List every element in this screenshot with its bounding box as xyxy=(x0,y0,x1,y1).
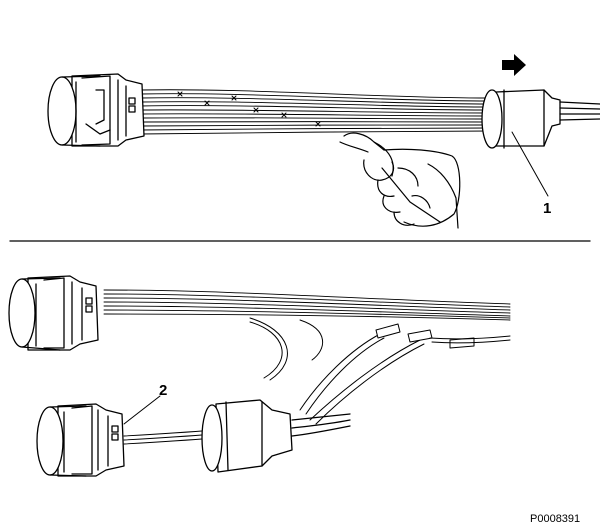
grommet-bottom xyxy=(201,399,351,473)
grommet-top xyxy=(481,89,600,149)
figure-id-label: P0008391 xyxy=(530,513,581,525)
wire-cut-marks xyxy=(177,91,321,127)
leader-line-2 xyxy=(123,395,161,425)
connector-bottom-lower xyxy=(36,403,125,477)
wire-bundle-lower xyxy=(123,429,215,445)
callout-label-1: 1 xyxy=(543,200,552,217)
leader-line-1 xyxy=(511,131,549,197)
arrow-right-icon xyxy=(502,54,526,76)
connector-top xyxy=(47,73,145,147)
wire-sleeves xyxy=(375,323,511,349)
wire-bundle-bottom xyxy=(103,289,511,321)
hand-with-cutter xyxy=(339,132,461,229)
separated-wires xyxy=(249,317,425,425)
callout-label-2: 2 xyxy=(159,382,168,399)
connector-bottom-upper xyxy=(8,275,99,351)
wire-bundle-top xyxy=(139,89,491,135)
